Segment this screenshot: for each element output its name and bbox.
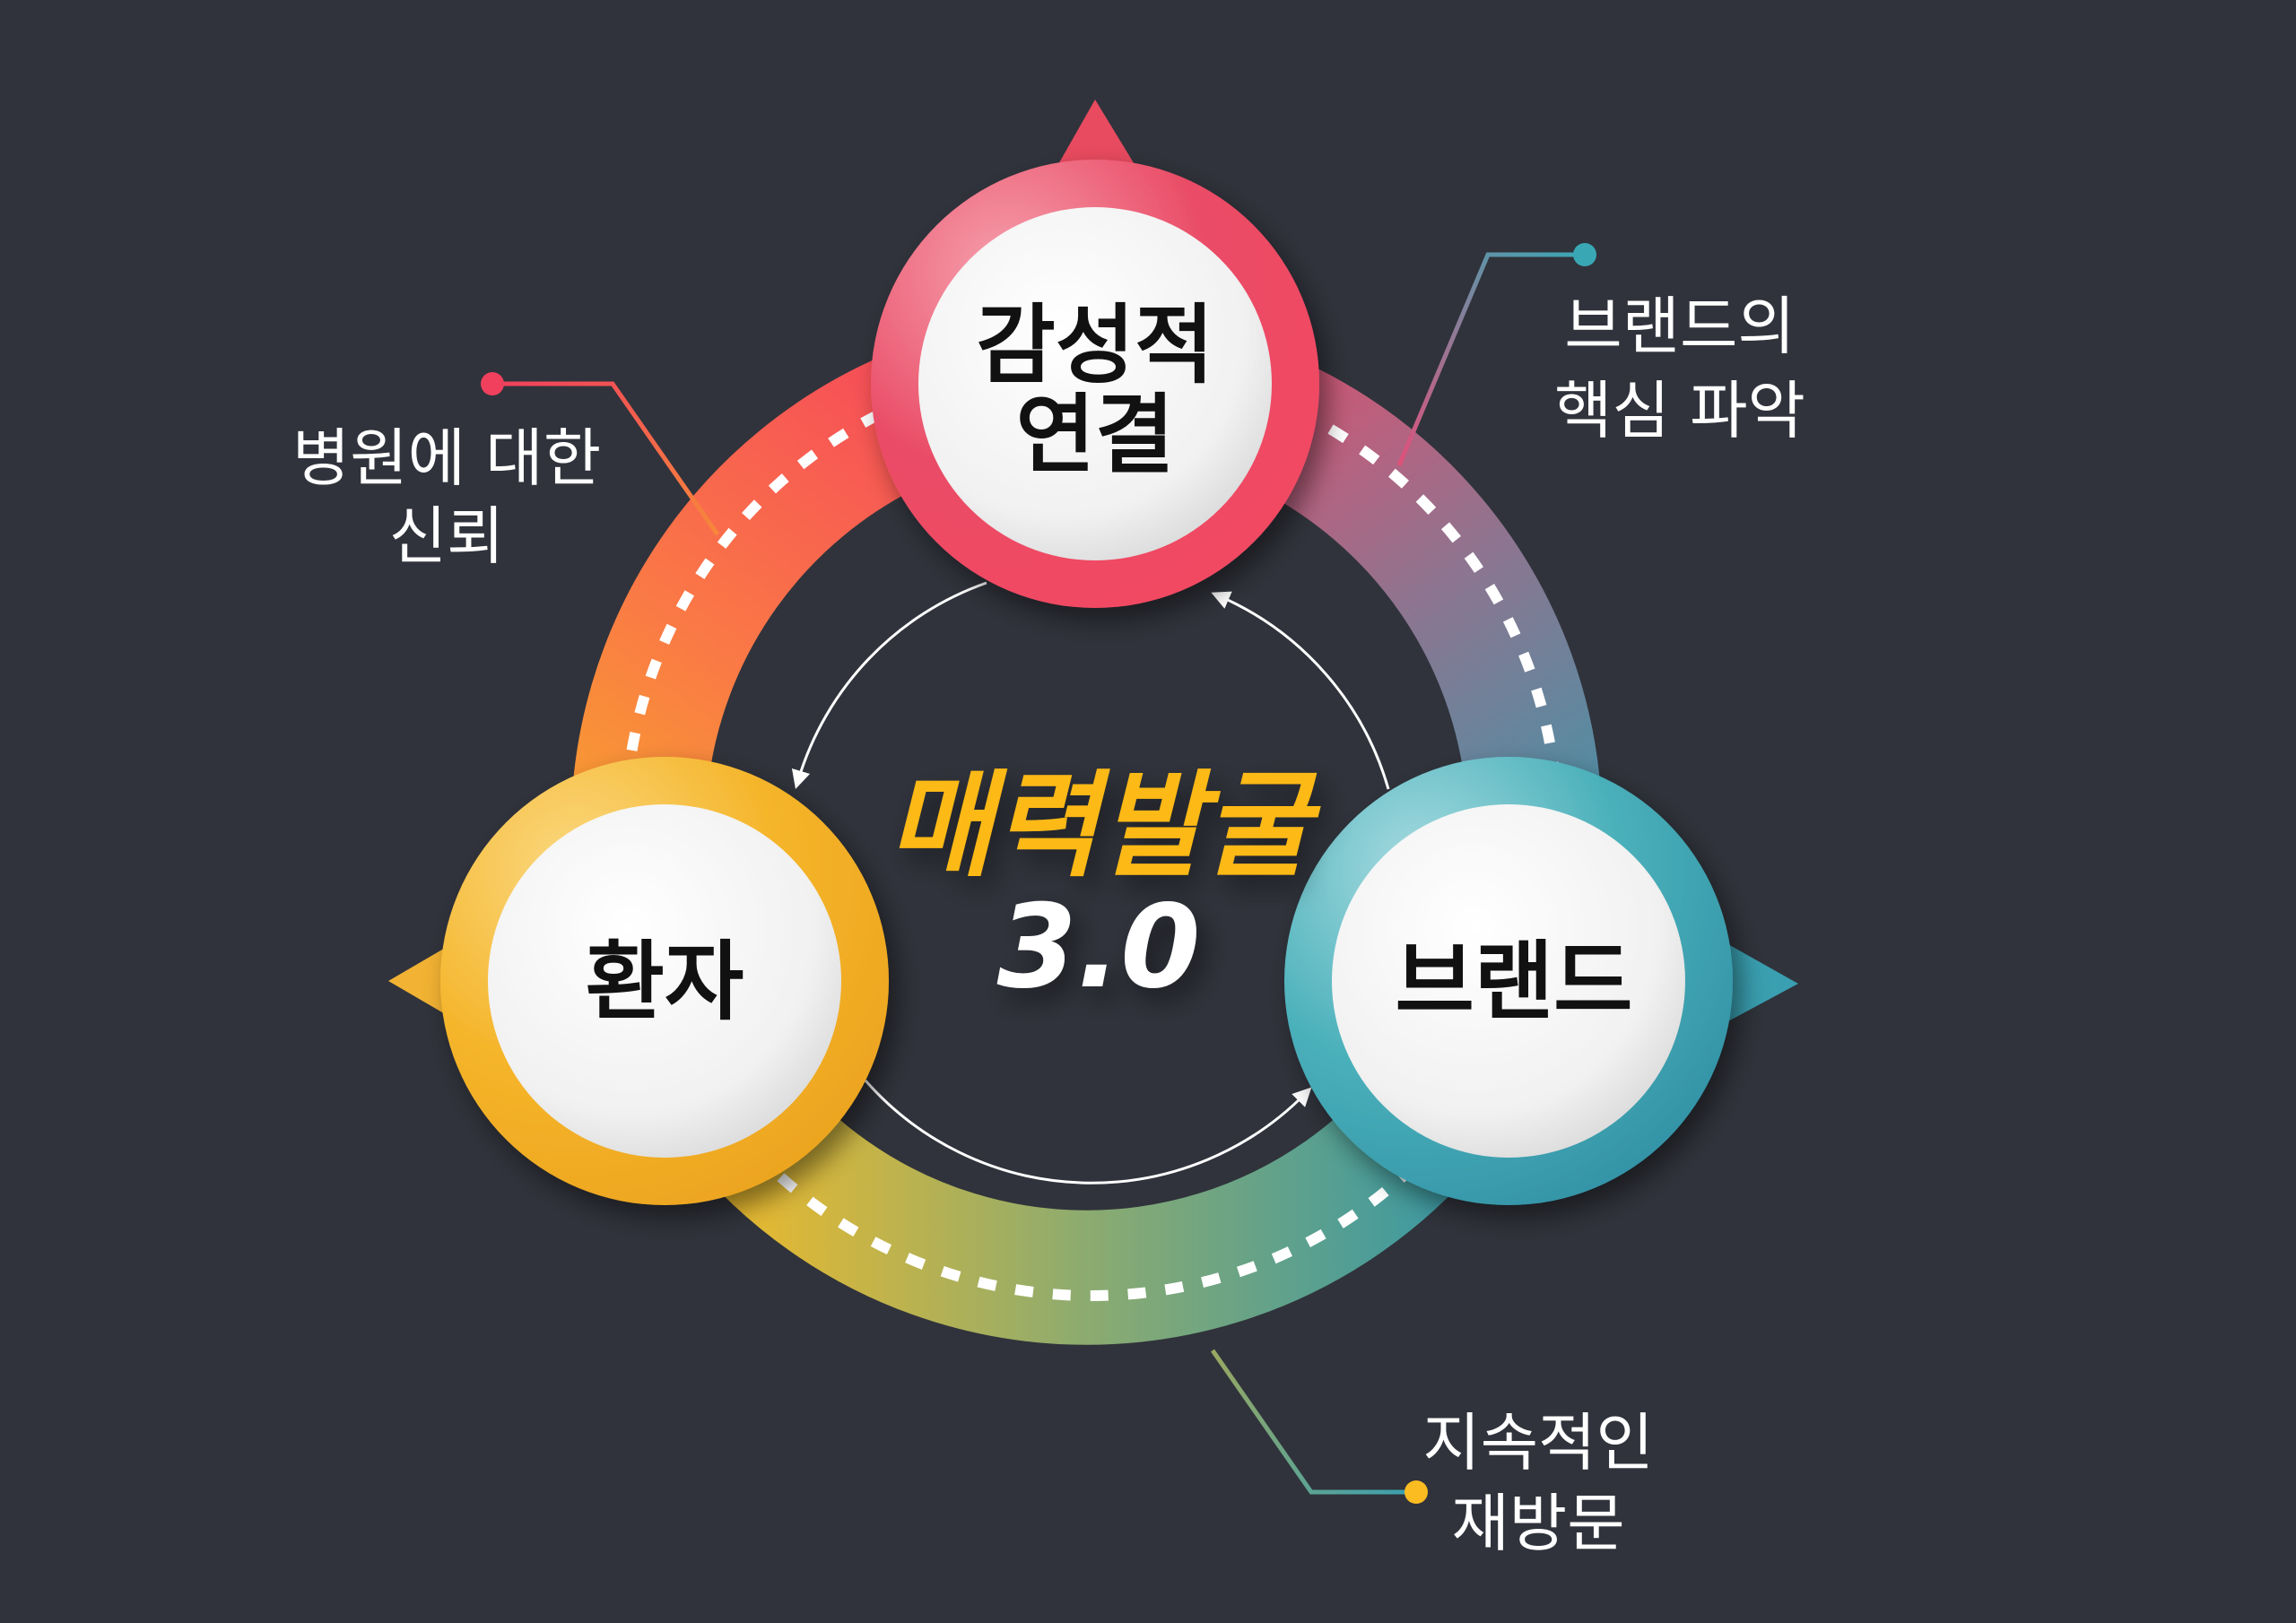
- callout-trust-line1: 병원에 대한: [292, 421, 601, 495]
- callout-dot-trust: [481, 372, 504, 395]
- left-arrow-triangle: [388, 943, 453, 1019]
- node-brand: [1284, 757, 1733, 1205]
- node-patient-label: 환자: [586, 932, 744, 1032]
- node-emotional-connection: [871, 160, 1319, 608]
- node-brand-label: 브랜드: [1396, 932, 1633, 1032]
- center-version: 3.0: [997, 881, 1201, 1014]
- callout-revisit-line2: 재방문: [1451, 1487, 1624, 1560]
- callout-dot-revisit: [1405, 1480, 1428, 1504]
- inner-arrow-arc-left: [791, 581, 987, 790]
- callout-trust-line2: 신뢰: [389, 499, 505, 573]
- right-arrow-triangle: [1726, 943, 1798, 1022]
- top-arrow-triangle: [1057, 100, 1135, 166]
- inner-arrow-arc-right: [1211, 591, 1390, 790]
- node-patient: [440, 757, 889, 1205]
- callout-brand-core-line2: 핵심 파악: [1554, 374, 1805, 447]
- node-emotional-connection-line2: 연결: [1016, 385, 1175, 485]
- center-title: 매력발굴: [887, 759, 1320, 893]
- callout-dot-brand-core: [1573, 243, 1596, 266]
- callout-line-revisit: [1210, 1349, 1416, 1495]
- inner-arrow-arc-bottom: [864, 1080, 1312, 1185]
- callout-line-brand-core: [1396, 252, 1585, 466]
- callout-revisit-line1: 지속적인: [1422, 1406, 1654, 1480]
- callout-brand-core-line1: 브랜드의: [1564, 290, 1796, 363]
- node-emotional-connection-line1: 감성적: [977, 295, 1214, 395]
- callout-line-trust: [492, 381, 720, 536]
